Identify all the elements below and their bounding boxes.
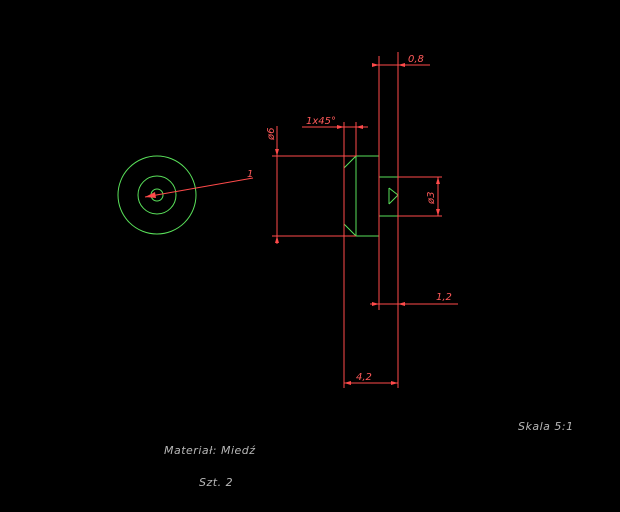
spigot-detail-1 xyxy=(388,187,399,196)
body-outline xyxy=(343,155,380,237)
dim-inner-diameter: ø3 xyxy=(426,192,437,205)
dimension-lines xyxy=(272,52,458,388)
leader-label: 1 xyxy=(247,169,253,180)
dim-outer-diameter: ø6 xyxy=(266,128,277,141)
quantity-note: Szt. 2 xyxy=(199,476,233,489)
dim-top-offset: 0,8 xyxy=(408,54,424,65)
leader-1 xyxy=(144,177,254,198)
side-view xyxy=(343,155,399,237)
dim-total-length: 4,2 xyxy=(356,372,372,383)
dim-chamfer: 1x45° xyxy=(306,116,336,127)
spigot-detail-3 xyxy=(388,194,399,205)
end-view-outer-circle xyxy=(117,155,197,235)
material-note: Materiał: Miedź xyxy=(164,444,256,457)
end-view xyxy=(117,155,197,235)
end-view-middle-circle xyxy=(137,175,177,215)
dim-step-length: 1,2 xyxy=(436,292,452,303)
scale-note: Skala 5:1 xyxy=(518,420,574,433)
